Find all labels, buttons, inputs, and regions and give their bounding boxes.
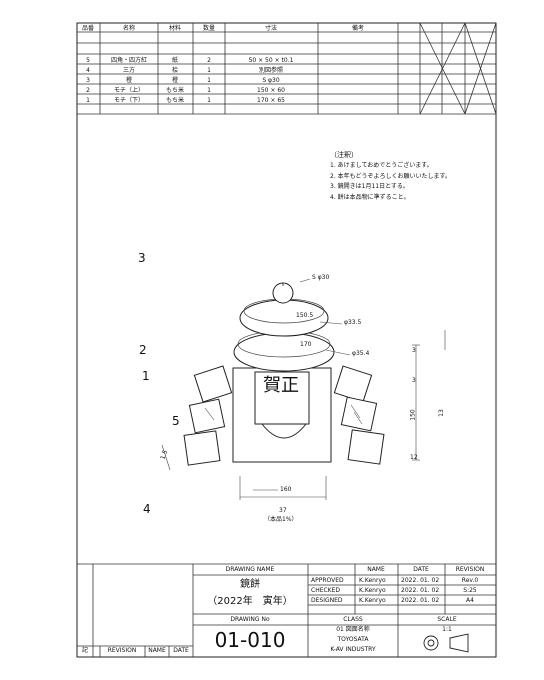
header-no: 品番	[81, 25, 95, 32]
row-part4-material: 桧	[171, 67, 179, 74]
drawing-name-header: DRAWING NAME	[225, 566, 275, 573]
row-part3-qty: 1	[207, 77, 211, 84]
dim-side-lower: φ35.4	[352, 350, 370, 357]
balloon-1: 1	[142, 369, 150, 383]
class-line-2: TOYOSATA	[337, 636, 369, 643]
col-name-header: NAME	[367, 566, 385, 573]
checked-label: CHECKED	[311, 587, 341, 594]
balloon-3: 3	[138, 251, 146, 265]
dim-base: 160	[280, 486, 292, 493]
row-part4-name: 三方	[122, 67, 136, 74]
row-part3-no: 3	[86, 77, 90, 84]
approved-date: 2022. 01. 02	[401, 577, 440, 584]
drawing-title: 鏡餅	[240, 579, 260, 590]
row-part4-qty: 1	[207, 67, 211, 74]
notes-title: （注釈）	[330, 151, 358, 159]
dim-bottom: 37	[279, 507, 287, 514]
rev-table-header-name: NAME	[148, 647, 166, 654]
row-part3-material: 橙	[171, 77, 179, 84]
note-line-3: 3. 鏡開きは1月11日とする。	[330, 183, 409, 190]
projection-symbol-icon	[421, 634, 469, 652]
row-part1-no: 1	[86, 97, 90, 104]
dim-height: 150	[409, 409, 417, 421]
rev-table-header-date: DATE	[173, 647, 189, 654]
row-part4-dims: 別図参照	[258, 67, 284, 74]
row-part3-name: 橙	[125, 77, 133, 84]
format-value: A4	[466, 597, 474, 604]
dim-tick-2: 3	[412, 377, 416, 384]
dim-tick-1: 3	[412, 347, 416, 354]
dim-right-note: 13	[437, 409, 445, 417]
scale-value: 1:1	[442, 626, 452, 633]
dim-tick-3: 12	[410, 454, 418, 461]
dim-lower: 170	[300, 341, 312, 348]
row-part2-dims: 150 × 60	[257, 87, 285, 94]
drawing-subtitle: （2022年 寅年）	[207, 596, 293, 607]
dim-orange: S φ30	[312, 274, 330, 281]
balloon-5: 5	[172, 414, 180, 428]
note-line-4: 4. 餅は本品物に準ずること。	[330, 194, 410, 201]
row-part2-qty: 1	[207, 87, 211, 94]
balloon-4: 4	[143, 502, 151, 516]
approved-name: K.Kenryo	[359, 577, 386, 584]
row-part2-no: 2	[86, 87, 90, 94]
row-part3-dims: S φ30	[262, 77, 280, 84]
designed-name: K.Kenryo	[359, 597, 386, 604]
row-part5-name: 四角・四方紅	[110, 57, 148, 64]
scale-header: SCALE	[437, 616, 457, 623]
col-date-header: DATE	[413, 566, 429, 573]
row-part5-no: 5	[86, 57, 90, 64]
row-part5-material: 紙	[171, 57, 179, 64]
header-note: 備考	[351, 25, 365, 32]
row-part1-qty: 1	[207, 97, 211, 104]
row-part1-material: もち米	[165, 97, 185, 104]
row-part5-qty: 2	[207, 57, 211, 64]
col-revision-header: REVISION	[455, 566, 485, 573]
row-part5-dims: 50 × 50 × t0.1	[248, 57, 294, 64]
checked-date: 2022. 01. 02	[401, 587, 440, 594]
size-value: S:25	[463, 587, 477, 594]
dim-scale-note: （本品1%）	[264, 516, 298, 523]
designed-date: 2022. 01. 02	[401, 597, 440, 604]
approved-label: APPROVED	[311, 577, 344, 584]
card-text: 賀正	[263, 375, 299, 396]
header-dims: 寸法	[264, 25, 278, 32]
drawing-number: 01-010	[214, 628, 286, 652]
rev-table-header-revision: REVISION	[107, 647, 137, 654]
rev-table-header-mark: 記	[81, 647, 89, 654]
balloon-2: 2	[139, 343, 147, 357]
row-part4-no: 4	[86, 67, 90, 74]
row-part2-material: もち米	[165, 87, 185, 94]
header-name: 名称	[122, 25, 136, 32]
class-line-3: K-AV INDUSTRY	[330, 646, 376, 653]
revision-value: Rev.0	[461, 577, 479, 584]
note-line-1: 1. あけましておめでとうございます。	[330, 162, 433, 169]
row-part2-name: モチ（上）	[113, 87, 145, 94]
dim-upper: 150.5	[296, 312, 314, 319]
dim-side-upper: φ33.5	[344, 319, 362, 326]
designed-label: DESIGNED	[311, 597, 343, 604]
checked-name: K.Kenryo	[359, 587, 386, 594]
header-material: 材料	[168, 25, 182, 32]
drawing-no-header: DRAWING No	[230, 616, 270, 623]
row-part1-name: モチ（下）	[113, 97, 145, 104]
note-line-2: 2. 本年もどうぞよろしくお願いいたします。	[330, 173, 451, 180]
class-header: CLASS	[343, 616, 363, 623]
row-part1-dims: 170 × 65	[257, 97, 285, 104]
class-line-1: 01 図面名称	[336, 626, 370, 633]
header-qty: 数量	[202, 25, 216, 32]
